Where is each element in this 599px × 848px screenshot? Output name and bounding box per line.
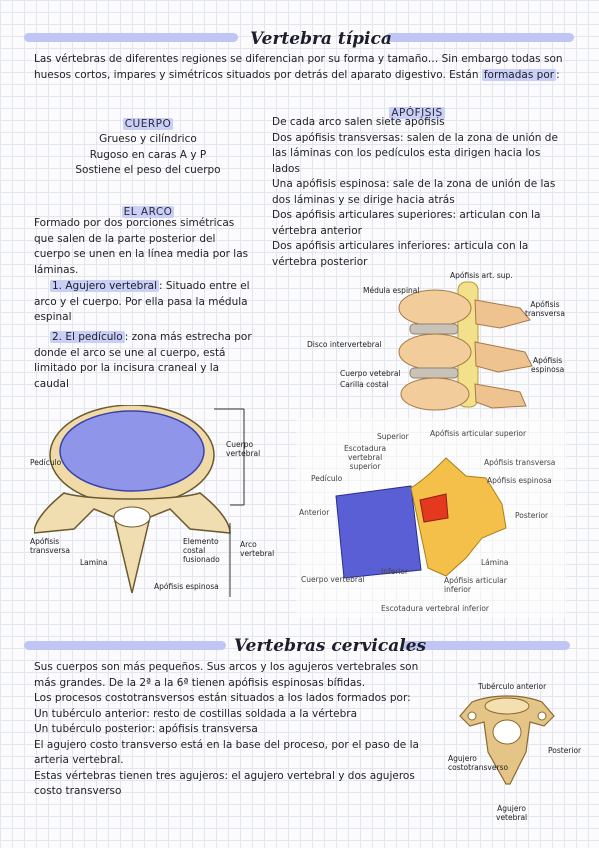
label-escotadura-sup: Escotadura vertebral superior [344, 444, 387, 471]
title-bar-right [386, 33, 574, 42]
label-tub-anterior: Tubérculo anterior [478, 682, 547, 691]
arco-heading: EL ARCO [121, 206, 175, 218]
apofisis-heading: APÓFISIS [389, 107, 445, 119]
arco-description: Formado por dos porciones simétricas que… [34, 217, 249, 276]
label-art-sup: Apófisis art. sup. [450, 271, 513, 280]
label-escotadura-inf: Escotadura vertebral inferior [381, 604, 490, 613]
label-transversa-lateral: Apófisis transversa [484, 458, 556, 467]
vertebra-top-view-illustration [34, 405, 245, 597]
cervical-vertebra-illustration [459, 695, 555, 785]
arco-item-2-label: 2. El pedículo [50, 331, 125, 343]
label-superior: Superior [377, 432, 409, 441]
label-anterior: Anterior [299, 508, 330, 517]
title-bar-right-2 [402, 641, 570, 650]
arco-item-1: 1. Agujero vertebral: Situado entre el a… [34, 279, 252, 326]
label-art-inf: Apófisis articular inferior [444, 576, 507, 594]
intro-colon: : [556, 68, 560, 81]
vertebral-column-illustration [398, 281, 533, 411]
section-title-vertebra-tipica: Vertebra típica [250, 29, 392, 49]
label-agujero-v: Agujero vetebral [496, 804, 528, 822]
label-espinosa-lateral: Apófisis espinosa [487, 476, 552, 485]
cuerpo-line: Grueso y cilíndrico [99, 133, 197, 145]
label-disco: Disco intervertebral [307, 340, 382, 349]
cuerpo-heading: CUERPO [122, 118, 174, 130]
cervicales-text: Sus cuerpos son más pequeños. Sus arcos … [34, 661, 419, 797]
label-arco-vertebral: Arco vertebral [240, 540, 275, 558]
label-transversa: Apófisis transversa [525, 300, 565, 318]
label-cuerpo-vertebral: Cuerpo vetebral [340, 369, 401, 378]
intro-highlight: formadas por [481, 68, 557, 81]
label-cuerpo-lateral: Cuerpo vertebral [301, 575, 365, 584]
label-inferior: Inferior [381, 567, 409, 576]
label-lamina-lateral: Lámina [481, 558, 509, 567]
title-bar-left [24, 33, 238, 42]
label-art-sup-lateral: Apófisis articular superior [430, 429, 527, 438]
intro-text: Las vértebras de diferentes regiones se … [34, 53, 563, 81]
cuerpo-block: CUERPO Grueso y cilíndrico Rugoso en car… [34, 118, 262, 179]
label-medula: Médula espinal [363, 286, 420, 295]
cuerpo-line: Sostiene el peso del cuerpo [75, 164, 221, 176]
arco-item-2: 2. El pedículo: zona más estrecha por do… [34, 330, 252, 392]
arco-item-2-text: : zona más estrecha por donde el arco se… [34, 331, 252, 390]
cuerpo-line: Rugoso en caras A y P [89, 148, 207, 161]
apofisis-text: De cada arco salen siete apófisis Dos ap… [272, 116, 558, 268]
label-espinosa-top: Apófisis espinosa [154, 582, 219, 591]
label-agujero-ct: Agujero costotransverso [448, 754, 509, 772]
title-bar-left-2 [24, 641, 226, 650]
intro-paragraph: Las vértebras de diferentes regiones se … [34, 52, 564, 83]
label-pediculo: Pedículo [30, 458, 62, 467]
section-title-vertebras-cervicales: Vertebras cervicales [234, 636, 427, 656]
label-pediculo-lateral: Pedículo [311, 474, 343, 483]
label-transversa-top: Apófisis transversa [30, 537, 70, 555]
arco-heading-wrap: EL ARCO [34, 200, 262, 219]
vertebra-lateral-view-illustration [296, 418, 566, 618]
label-espinosa: Apófisis espinosa [531, 356, 565, 374]
label-carilla: Carilla costal [340, 380, 389, 389]
arco-item-1-text: : Situado entre el arco y el cuerpo. Por… [34, 280, 250, 323]
label-posterior: Posterior [515, 511, 549, 520]
label-elemento-costal: Elemento costal fusionado [183, 537, 220, 564]
label-posterior-cerv: Posterior [548, 746, 582, 755]
apofisis-heading-wrap: APÓFISIS [272, 101, 562, 120]
label-cuerpo-top: Cuerpo vertebral [226, 440, 261, 458]
arco-item-1-label: 1. Agujero vertebral [50, 280, 159, 292]
label-lamina: Lamina [80, 558, 108, 567]
